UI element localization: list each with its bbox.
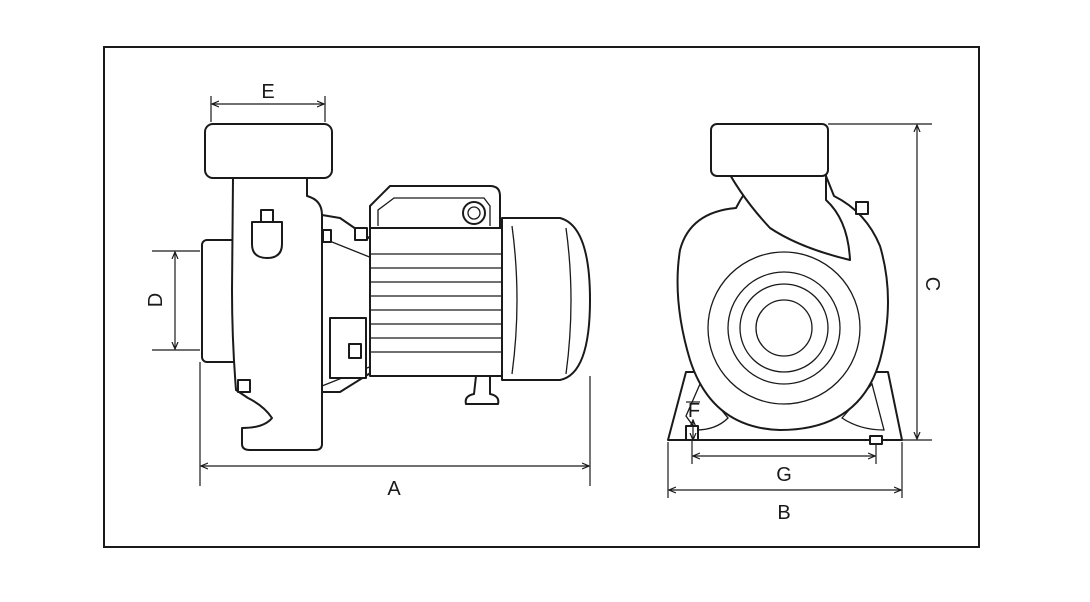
front-discharge-flange [710, 123, 829, 177]
dimension-label-a: A [387, 478, 401, 500]
suction-port-outer [707, 251, 861, 405]
drain-plug [237, 379, 251, 393]
suction-port-inner [755, 299, 813, 357]
pump-front-view: C F G B [667, 123, 943, 524]
cable-gland [462, 201, 486, 225]
dimension-label-b: B [777, 502, 790, 524]
motor-foot [464, 375, 500, 405]
motor-end-cap [501, 217, 591, 381]
pump-side-view: E D A [145, 81, 591, 500]
dimension-label-f: F [688, 400, 700, 422]
motor-body [369, 227, 513, 377]
casing-inspection-port [251, 221, 283, 259]
dimension-label-e: E [261, 81, 274, 103]
volute-casing [231, 177, 323, 451]
diagram-frame [103, 46, 980, 548]
dimension-label-c: C [921, 277, 943, 291]
discharge-flange [204, 123, 333, 179]
dimension-label-d: D [145, 293, 167, 307]
dimension-label-g: G [776, 464, 792, 486]
